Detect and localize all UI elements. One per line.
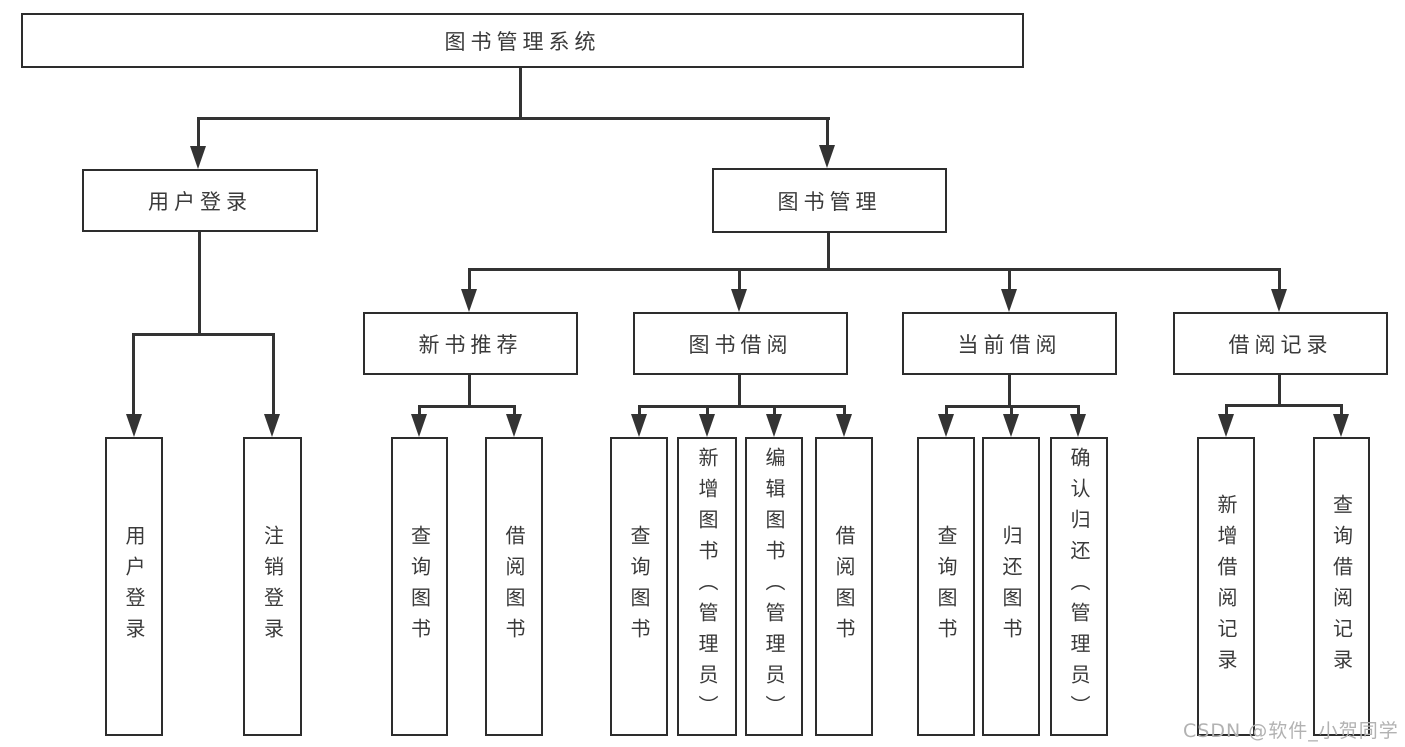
node-book-mgmt: 图书管理 <box>712 168 947 233</box>
arrowhead-book-borrow <box>731 289 747 312</box>
node-leaf-user-login: 用户登录 <box>105 437 163 736</box>
connector-to-leaf-logout <box>272 333 275 420</box>
connector-to-book-borrow <box>738 268 741 296</box>
arrowhead-borrow-records <box>1271 289 1287 312</box>
arrowhead-new-book-rec <box>461 289 477 312</box>
node-leaf-bb-edit-book: 编辑图书（管理员） <box>745 437 803 736</box>
connector-userlogin-stem <box>198 232 201 336</box>
connector-to-leaf-bb-edit <box>773 405 776 420</box>
connector-bookmgmt-stem <box>827 233 830 270</box>
node-leaf-bb-edit-book-label: 编辑图书（管理员） <box>762 447 786 726</box>
arrowhead-leaf-logout <box>264 414 280 437</box>
connector-borrowrecords-stem <box>1278 375 1281 407</box>
connector-to-leaf-bb-query <box>638 405 641 420</box>
node-leaf-cb-return-book-label: 归还图书 <box>999 524 1023 649</box>
arrowhead-leaf-br-query <box>1333 414 1349 437</box>
connector-root-stem <box>519 66 522 119</box>
node-leaf-br-add-record: 新增借阅记录 <box>1197 437 1255 736</box>
node-user-login-label: 用户登录 <box>148 189 252 214</box>
node-current-borrow-label: 当前借阅 <box>957 332 1062 357</box>
arrowhead-leaf-bb-query <box>631 414 647 437</box>
node-leaf-rec-borrow-book-label: 借阅图书 <box>502 524 526 649</box>
connector-to-user-login <box>197 117 200 152</box>
arrowhead-leaf-cb-return <box>1003 414 1019 437</box>
node-current-borrow: 当前借阅 <box>902 312 1117 375</box>
node-leaf-rec-query-book: 查询图书 <box>391 437 448 736</box>
node-leaf-bb-query-book-label: 查询图书 <box>627 524 651 649</box>
connector-newbookrec-branch <box>418 405 516 408</box>
connector-root-branch <box>197 117 830 120</box>
node-leaf-cb-query-book-label: 查询图书 <box>934 524 958 649</box>
connector-currentborrow-stem <box>1008 375 1011 408</box>
node-leaf-cb-return-book: 归还图书 <box>982 437 1040 736</box>
node-leaf-user-login-label: 用户登录 <box>122 524 146 649</box>
node-leaf-br-add-record-label: 新增借阅记录 <box>1214 493 1238 680</box>
node-new-book-rec-label: 新书推荐 <box>418 332 523 357</box>
arrowhead-leaf-user-login <box>126 414 142 437</box>
arrowhead-leaf-rec-query <box>411 414 427 437</box>
node-new-book-rec: 新书推荐 <box>363 312 578 375</box>
connector-to-leaf-bb-add <box>706 405 709 420</box>
connector-to-new-book-rec <box>468 268 471 296</box>
connector-to-current-borrow <box>1008 268 1011 296</box>
arrowhead-leaf-br-add <box>1218 414 1234 437</box>
node-leaf-rec-borrow-book: 借阅图书 <box>485 437 543 736</box>
connector-to-book-mgmt <box>826 117 829 151</box>
connector-to-leaf-rec-borrow <box>513 405 516 420</box>
connector-userlogin-branch <box>132 333 275 336</box>
connector-to-leaf-user-login <box>132 333 135 420</box>
arrowhead-leaf-bb-borrow <box>836 414 852 437</box>
node-book-borrow: 图书借阅 <box>633 312 848 375</box>
arrowhead-leaf-cb-confirm <box>1070 414 1086 437</box>
node-leaf-bb-add-book-label: 新增图书（管理员） <box>695 447 719 726</box>
node-root-label: 图书管理系统 <box>444 29 601 54</box>
node-book-mgmt-label: 图书管理 <box>777 189 882 214</box>
node-leaf-bb-query-book: 查询图书 <box>610 437 668 736</box>
csdn-watermark: CSDN @软件_小贺同学 <box>1183 720 1399 742</box>
node-leaf-bb-add-book: 新增图书（管理员） <box>677 437 737 736</box>
connector-to-leaf-cb-confirm <box>1077 405 1080 420</box>
connector-to-leaf-rec-query <box>418 405 421 420</box>
arrowhead-book-mgmt <box>819 145 835 168</box>
node-borrow-records-label: 借阅记录 <box>1228 332 1333 357</box>
node-leaf-bb-borrow-book-label: 借阅图书 <box>832 524 856 649</box>
node-root: 图书管理系统 <box>21 13 1024 68</box>
connector-bookborrow-branch <box>638 405 846 408</box>
node-user-login: 用户登录 <box>82 169 318 232</box>
node-borrow-records: 借阅记录 <box>1173 312 1388 375</box>
arrowhead-leaf-bb-add <box>699 414 715 437</box>
connector-to-leaf-cb-return <box>1010 405 1013 420</box>
arrowhead-leaf-cb-query <box>938 414 954 437</box>
connector-to-borrow-records <box>1278 268 1281 296</box>
connector-to-leaf-bb-borrow <box>843 405 846 420</box>
arrowhead-leaf-bb-edit <box>766 414 782 437</box>
node-book-borrow-label: 图书借阅 <box>688 332 793 357</box>
arrowhead-user-login <box>190 146 206 169</box>
arrowhead-leaf-rec-borrow <box>506 414 522 437</box>
connector-newbookrec-stem <box>468 375 471 408</box>
node-leaf-logout-label: 注销登录 <box>260 524 285 649</box>
node-leaf-bb-borrow-book: 借阅图书 <box>815 437 873 736</box>
node-leaf-cb-query-book: 查询图书 <box>917 437 975 736</box>
connector-to-leaf-cb-query <box>945 405 948 420</box>
node-leaf-cb-confirm-return: 确认归还（管理员） <box>1050 437 1108 736</box>
connector-bookborrow-stem <box>738 375 741 408</box>
node-leaf-br-query-record-label: 查询借阅记录 <box>1329 493 1354 680</box>
connector-to-leaf-br-add <box>1225 404 1228 420</box>
connector-bookmgmt-branch <box>468 268 1281 271</box>
node-leaf-rec-query-book-label: 查询图书 <box>407 524 432 649</box>
connector-to-leaf-br-query <box>1340 404 1343 420</box>
connector-borrowrecords-branch <box>1225 404 1343 407</box>
node-leaf-br-query-record: 查询借阅记录 <box>1313 437 1370 736</box>
node-leaf-logout: 注销登录 <box>243 437 302 736</box>
node-leaf-cb-confirm-return-label: 确认归还（管理员） <box>1067 447 1091 726</box>
arrowhead-current-borrow <box>1001 289 1017 312</box>
